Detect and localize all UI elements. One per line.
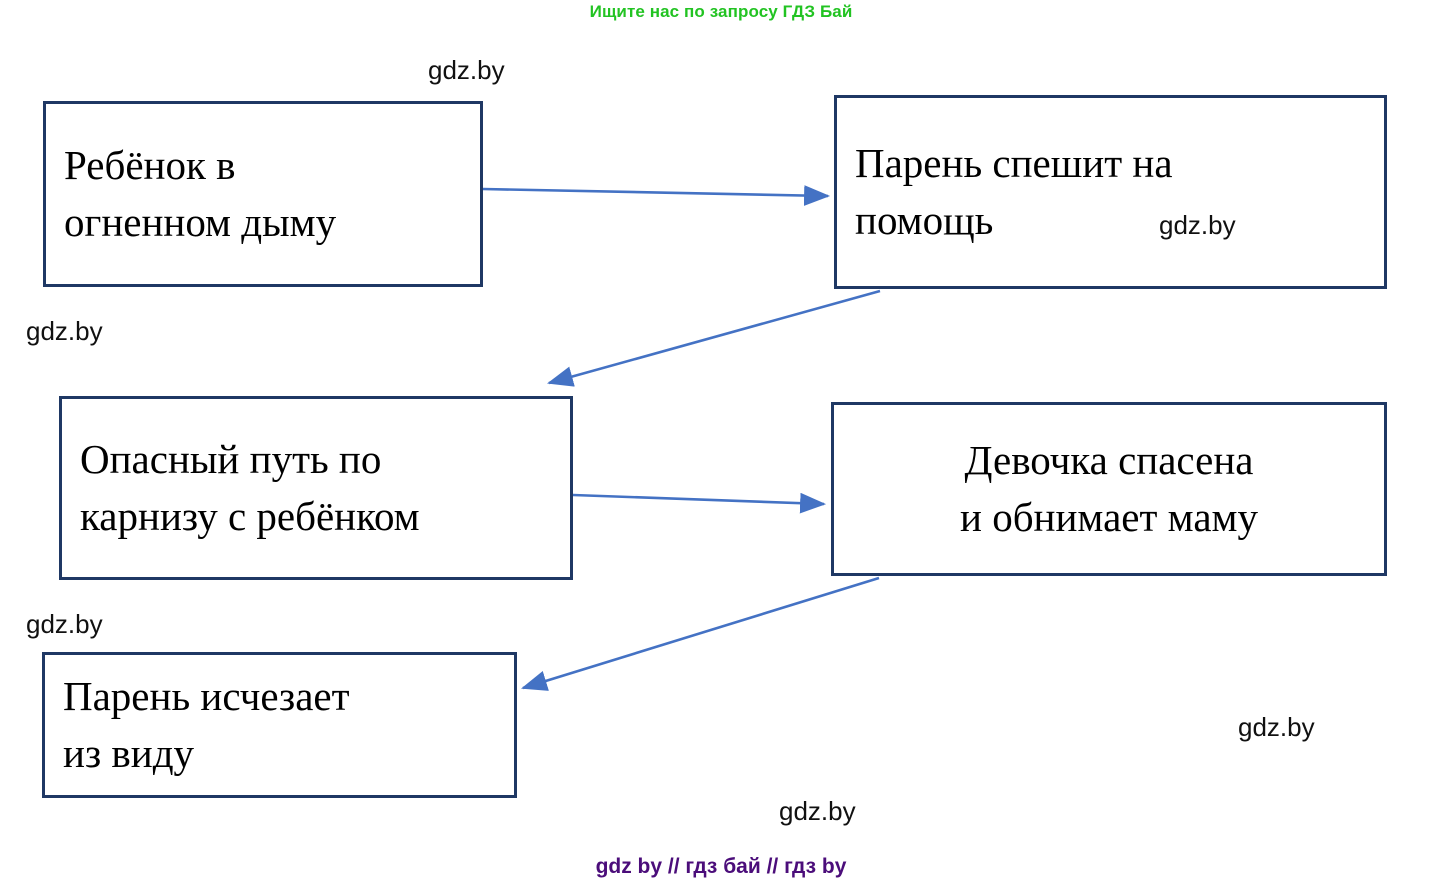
flow-box-line: карнизу с ребёнком xyxy=(80,493,420,539)
flow-box-line: Парень исчезает xyxy=(63,673,350,720)
flow-box-line: Парень спешит на xyxy=(855,140,1173,187)
watermark-bottom-right: gdz.by xyxy=(1238,712,1315,742)
header-promo-text: Ищите нас по запросу ГДЗ Бай xyxy=(589,2,853,21)
footer-promo-text: gdz by // гдз бай // гдз by xyxy=(595,855,847,878)
flow-box-child-in-smoke[interactable]: Ребёнок в огненном дыму xyxy=(43,101,483,287)
flow-box-line: Ребёнок в xyxy=(64,142,236,189)
flow-box-line: помощь xyxy=(855,197,994,243)
arrow-guy-to-path xyxy=(546,289,881,387)
watermark-left-lower: gdz.by xyxy=(26,609,103,639)
flow-box-guy-hurries-to-help[interactable]: Парень спешит на помощь gdz.by xyxy=(834,95,1387,289)
flow-box-line: Девочка спасена xyxy=(964,437,1254,484)
flow-box-dangerous-path[interactable]: Опасный путь по карнизу с ребёнком xyxy=(59,396,573,580)
watermark-left-upper: gdz.by xyxy=(26,316,103,346)
flow-box-line: Опасный путь по xyxy=(80,436,382,483)
arrow-path-to-girl xyxy=(572,492,827,514)
watermark-bottom-center: gdz.by xyxy=(779,796,856,826)
watermark-inside-box: gdz.by xyxy=(1159,210,1236,240)
flow-box-girl-saved[interactable]: Девочка спасена и обнимает маму xyxy=(831,402,1387,576)
flow-box-line: огненном дыму xyxy=(64,199,337,245)
flow-box-guy-disappears[interactable]: Парень исчезает из виду xyxy=(42,652,517,798)
flow-box-line: из виду xyxy=(63,730,195,776)
arrow-girl-to-disappear xyxy=(521,576,880,691)
watermark-top: gdz.by xyxy=(428,55,505,85)
arrow-child-to-guy xyxy=(482,185,831,206)
flow-box-line: и обнимает маму xyxy=(960,494,1258,540)
